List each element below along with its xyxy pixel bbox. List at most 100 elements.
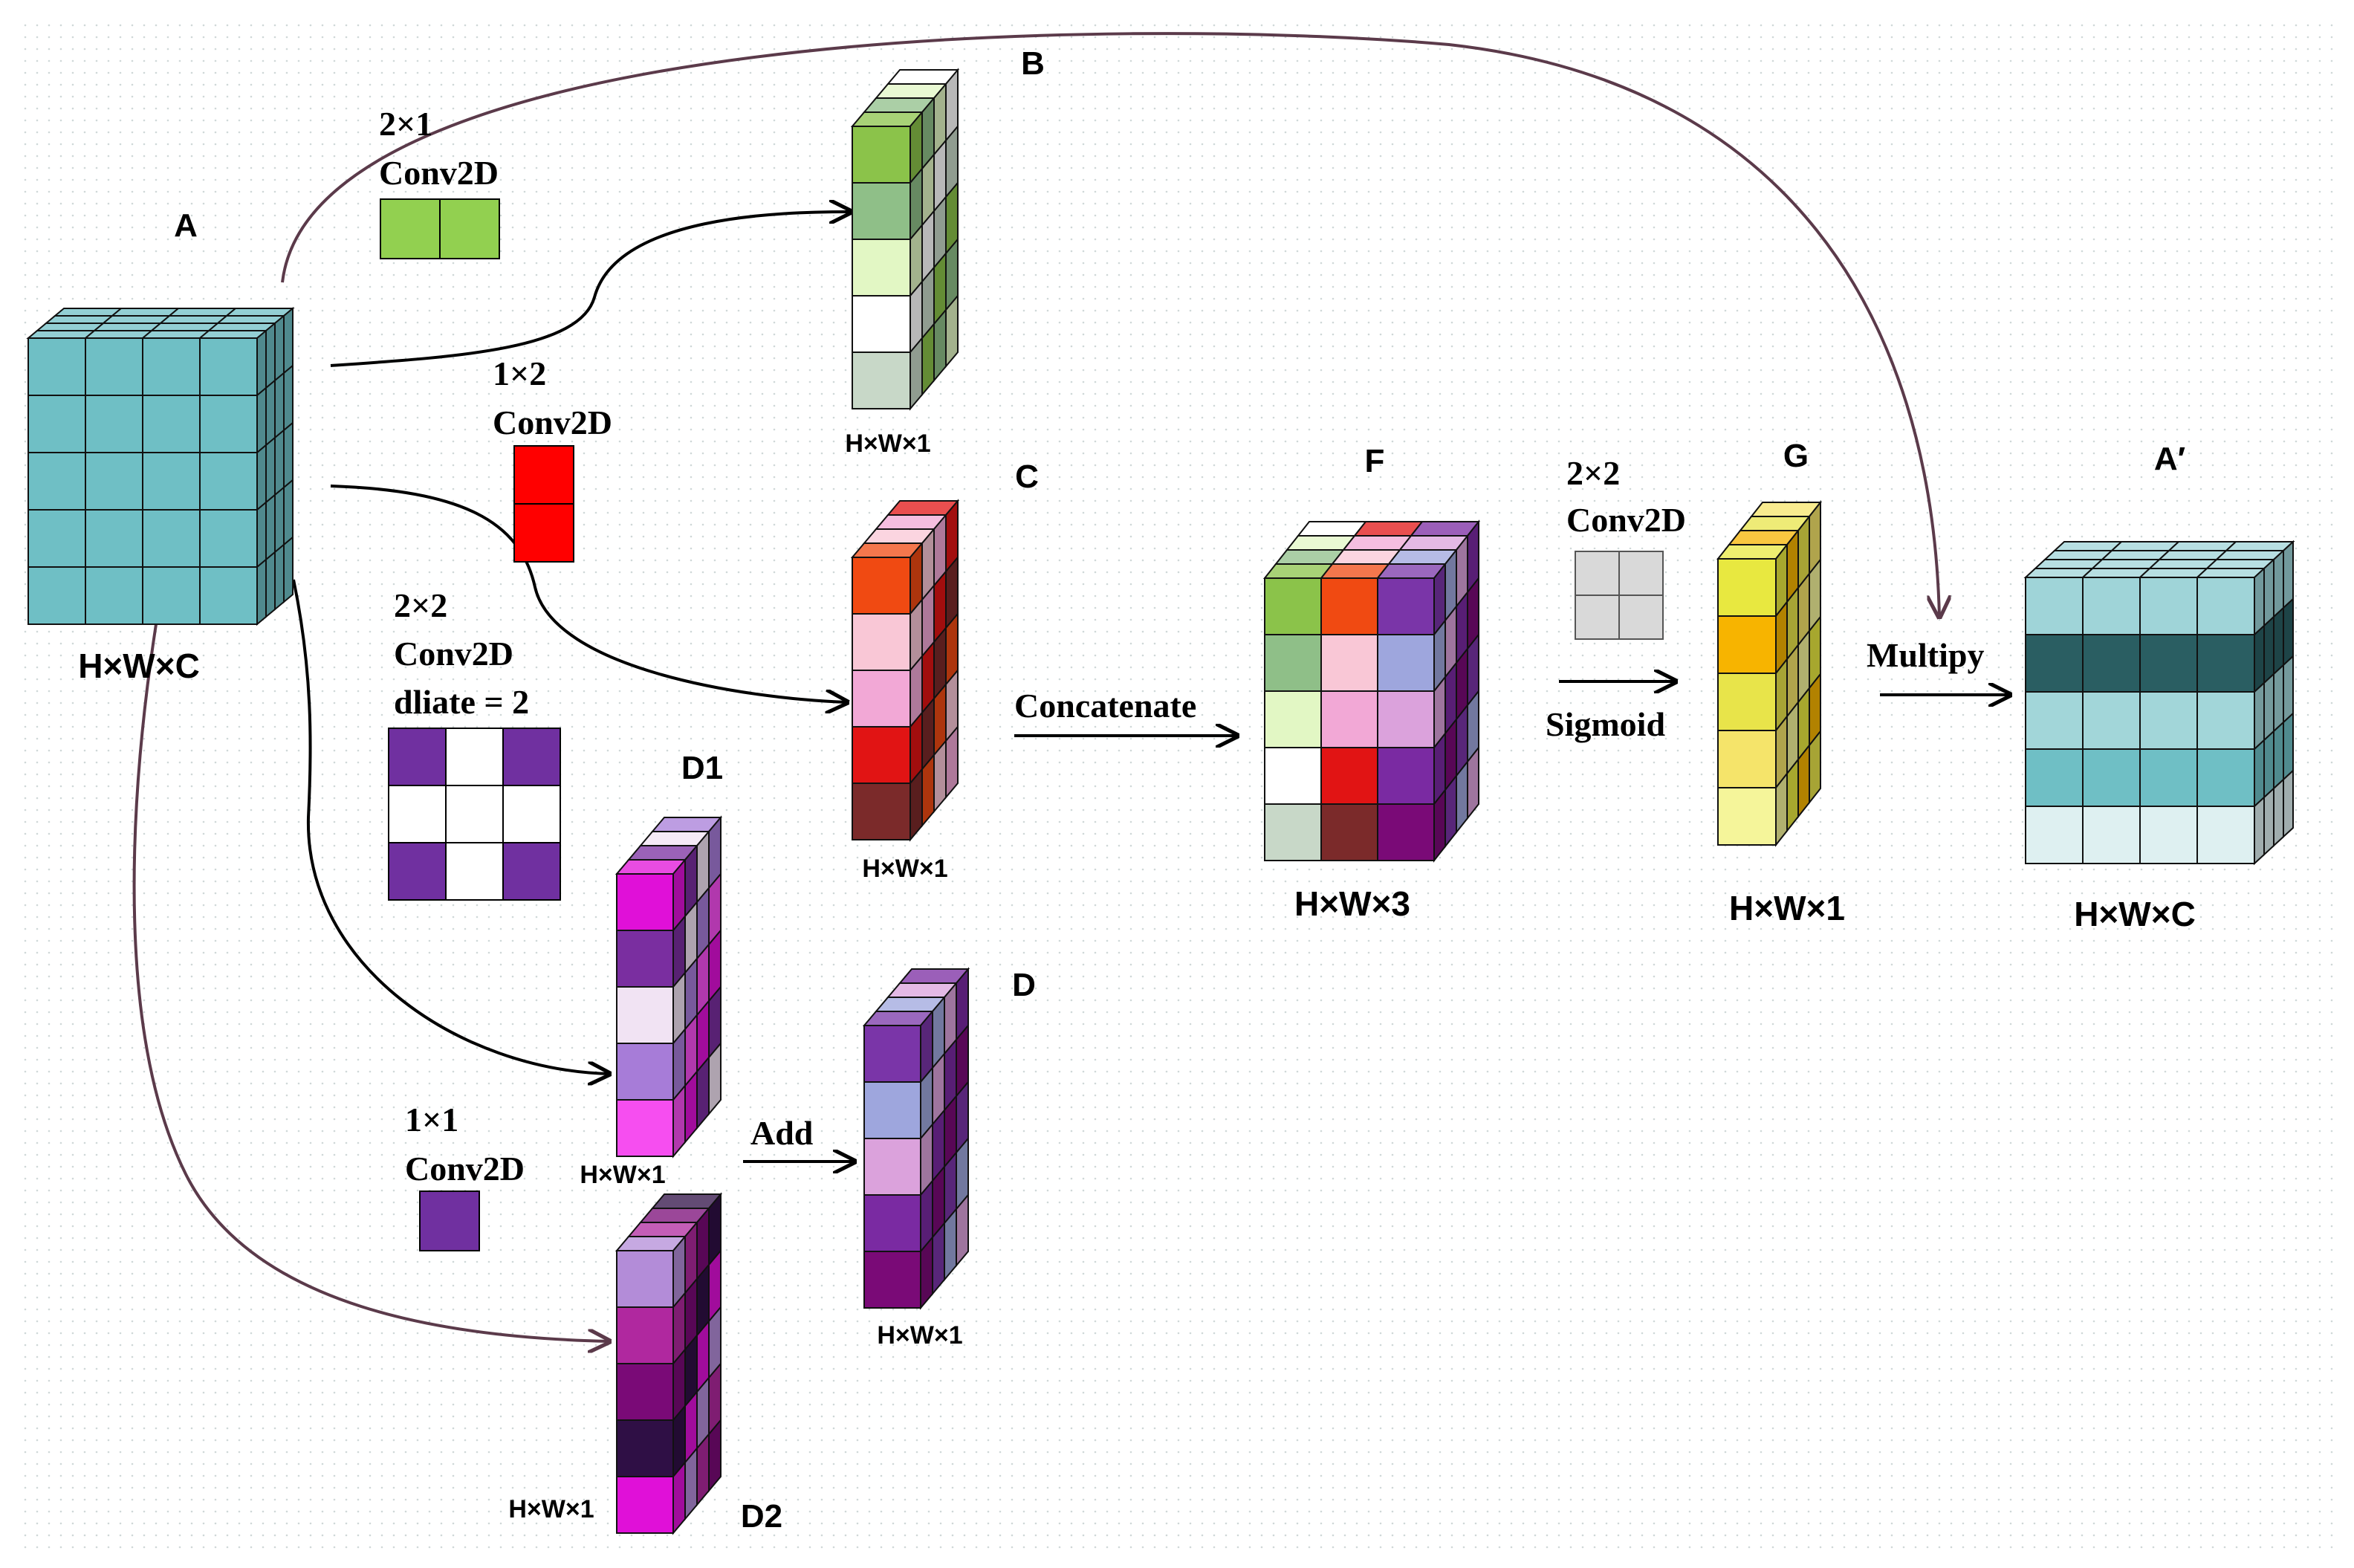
- block-a-prime-front-cell: [2025, 691, 2084, 750]
- block-d2-front-cell: [616, 1363, 674, 1421]
- connection-arrows: [132, 32, 2010, 1341]
- block-a-side-cell: [256, 386, 267, 455]
- conv-g-size: 2×2: [1566, 454, 1620, 492]
- block-d-front-cell: [863, 1025, 921, 1083]
- block-a-prime-front-cell: [2139, 577, 2198, 635]
- block-g: [1716, 500, 1823, 847]
- block-a-prime-front-cell: [2139, 806, 2198, 864]
- block-a-prime-top-cell: [2224, 541, 2295, 551]
- block-a-side-cell: [274, 485, 285, 554]
- block-a-prime-front-cell: [2082, 748, 2141, 807]
- op-concatenate: Concatenate: [1014, 687, 1196, 725]
- dim-a-prime: H×W×C: [2074, 895, 2196, 933]
- block-d1-front-cell: [616, 1099, 674, 1157]
- block-g-front-cell: [1717, 558, 1777, 617]
- block-a-side-cell: [256, 557, 267, 626]
- op-add: Add: [750, 1114, 814, 1152]
- block-a-side-cell: [256, 328, 267, 398]
- conv-g-name: Conv2D: [1566, 501, 1686, 539]
- block-d: [862, 967, 970, 1310]
- block-f-front-cell: [1377, 803, 1435, 861]
- block-a-side-cell: [265, 435, 276, 505]
- block-f: [1262, 519, 1481, 863]
- block-a-side-cell: [256, 443, 267, 512]
- block-f-front-cell: [1264, 690, 1322, 748]
- block-a-prime-front-cell: [2025, 634, 2084, 693]
- kernel-c-cell: [513, 503, 574, 563]
- kernel-g-cell: [1575, 595, 1620, 640]
- block-a-prime-side-cell: [2263, 786, 2274, 857]
- block-a-side-cell: [283, 478, 294, 547]
- arrow-a-to-d2: [132, 623, 609, 1341]
- kernel-d1-cell: [388, 728, 447, 786]
- block-f-front-cell: [1264, 747, 1322, 805]
- label-c: C: [1015, 459, 1039, 495]
- block-a-prime-side-cell: [2283, 597, 2294, 667]
- block-a-top-cell: [140, 330, 211, 339]
- block-f-front-cell: [1264, 803, 1322, 861]
- block-a-prime-side-cell: [2263, 615, 2274, 685]
- block-a-side-cell: [274, 428, 285, 497]
- conv-b-name: Conv2D: [379, 154, 499, 192]
- arrow-a-to-c: [330, 485, 847, 702]
- block-d1: [615, 815, 723, 1159]
- block-f-front-cell: [1320, 747, 1378, 805]
- block-a-front-cell: [85, 509, 143, 568]
- block-f-front-cell: [1377, 690, 1435, 748]
- label-d: D: [1012, 967, 1036, 1003]
- block-a-prime-top-cell: [2138, 568, 2209, 578]
- block-a-front-cell: [199, 452, 258, 511]
- block-d2-front-cell: [616, 1419, 674, 1477]
- block-a-side-cell: [265, 493, 276, 562]
- block-a-prime-side-cell: [2283, 654, 2294, 725]
- block-f-front-cell: [1320, 690, 1378, 748]
- op-sigmoid: Sigmoid: [1546, 705, 1665, 743]
- block-a-top-cell: [198, 330, 268, 339]
- block-a-prime-front-cell: [2025, 806, 2084, 864]
- block-a-prime-side-cell: [2254, 623, 2265, 694]
- dim-d2: H×W×1: [508, 1495, 594, 1523]
- block-a-top-cell: [110, 308, 181, 317]
- block-a-prime-top-cell: [2147, 559, 2219, 569]
- conv-b-size: 2×1: [379, 105, 432, 143]
- label-d1: D1: [681, 750, 723, 786]
- block-a-front-cell: [199, 509, 258, 568]
- block-a-prime-top-cell: [2100, 550, 2171, 560]
- block-a-prime-side-cell: [2283, 711, 2294, 782]
- block-d1-front-cell: [616, 930, 674, 988]
- kernel-d1-cell: [502, 785, 561, 843]
- dim-b: H×W×1: [845, 430, 930, 458]
- block-a-side-cell: [283, 363, 294, 433]
- block-a-top-cell: [224, 308, 295, 317]
- block-c-front-cell: [852, 783, 911, 840]
- conv-c-size: 1×2: [493, 354, 546, 392]
- block-a-front-cell: [85, 337, 143, 396]
- block-a-front-cell: [199, 395, 258, 453]
- block-a-prime-side-cell: [2254, 681, 2265, 751]
- block-a-prime-side-cell: [2263, 557, 2274, 628]
- block-a-front-cell: [27, 337, 86, 396]
- block-a-prime-side-cell: [2263, 672, 2274, 742]
- block-g-front-cell: [1717, 673, 1777, 731]
- block-a-prime-top-cell: [2081, 568, 2152, 578]
- dim-g: H×W×1: [1729, 889, 1845, 927]
- kernel-g-cell: [1618, 551, 1664, 596]
- block-a-top-cell: [92, 323, 163, 331]
- block-a-prime-front-cell: [2082, 634, 2141, 693]
- arrow-a-to-b: [330, 212, 851, 367]
- block-b: [850, 68, 960, 411]
- block-a-prime-top-cell: [2052, 541, 2124, 551]
- block-a-side-cell: [283, 421, 294, 490]
- block-a-prime-side-cell: [2273, 606, 2284, 676]
- dot-grid: [15, 15, 2339, 1553]
- block-a-front-cell: [142, 337, 201, 396]
- block-d2-front-cell: [616, 1476, 674, 1534]
- label-d2: D2: [741, 1498, 782, 1535]
- kernel-b: [380, 198, 500, 259]
- block-a-prime-front-cell: [2196, 748, 2255, 807]
- block-a-front-cell: [85, 395, 143, 453]
- block-a-side-cell: [274, 542, 285, 612]
- dim-c: H×W×1: [862, 855, 947, 883]
- block-a-top-cell: [44, 315, 114, 324]
